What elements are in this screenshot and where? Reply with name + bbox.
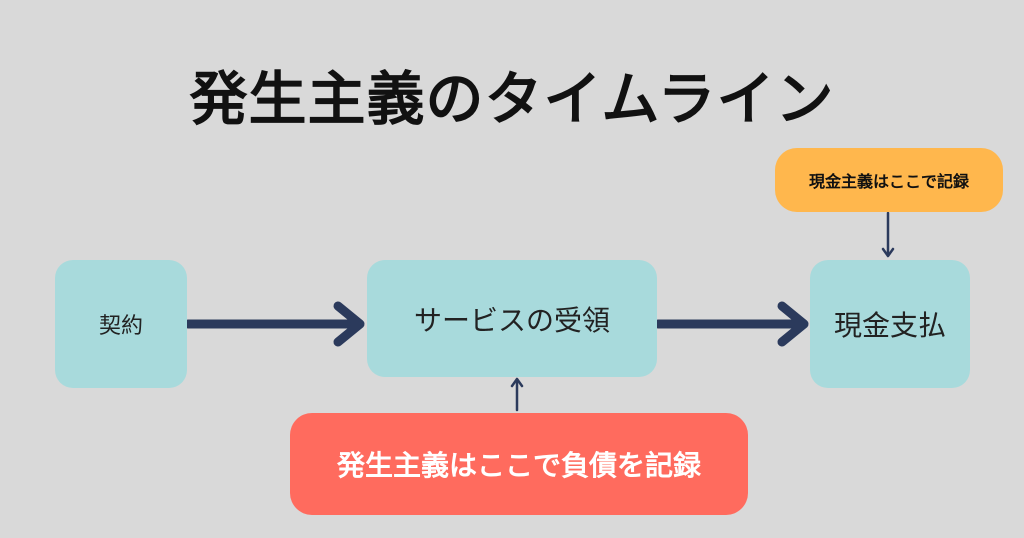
accrual-basis-note: 発生主義はここで負債を記録 xyxy=(290,413,748,515)
step-label: 現金支払 xyxy=(833,309,946,342)
arrow-accrual-note-up xyxy=(510,377,524,412)
step-label: サービスの受領 xyxy=(413,303,610,337)
diagram-title: 発生主義のタイムライン xyxy=(189,65,835,133)
step-cash-payment: 現金支払 xyxy=(810,260,970,388)
cash-basis-note: 現金主義はここで記録 xyxy=(775,148,1003,212)
accrual-basis-label: 発生主義はここで負債を記録 xyxy=(336,449,701,482)
step-label: 契約 xyxy=(98,314,143,339)
arrow-cash-note-down xyxy=(881,211,895,258)
cash-basis-label: 現金主義はここで記録 xyxy=(808,172,969,191)
arrow-contract-to-service xyxy=(183,301,365,347)
arrow-service-to-payment xyxy=(653,301,809,347)
step-service-receipt: サービスの受領 xyxy=(367,260,657,377)
step-contract: 契約 xyxy=(55,260,187,388)
